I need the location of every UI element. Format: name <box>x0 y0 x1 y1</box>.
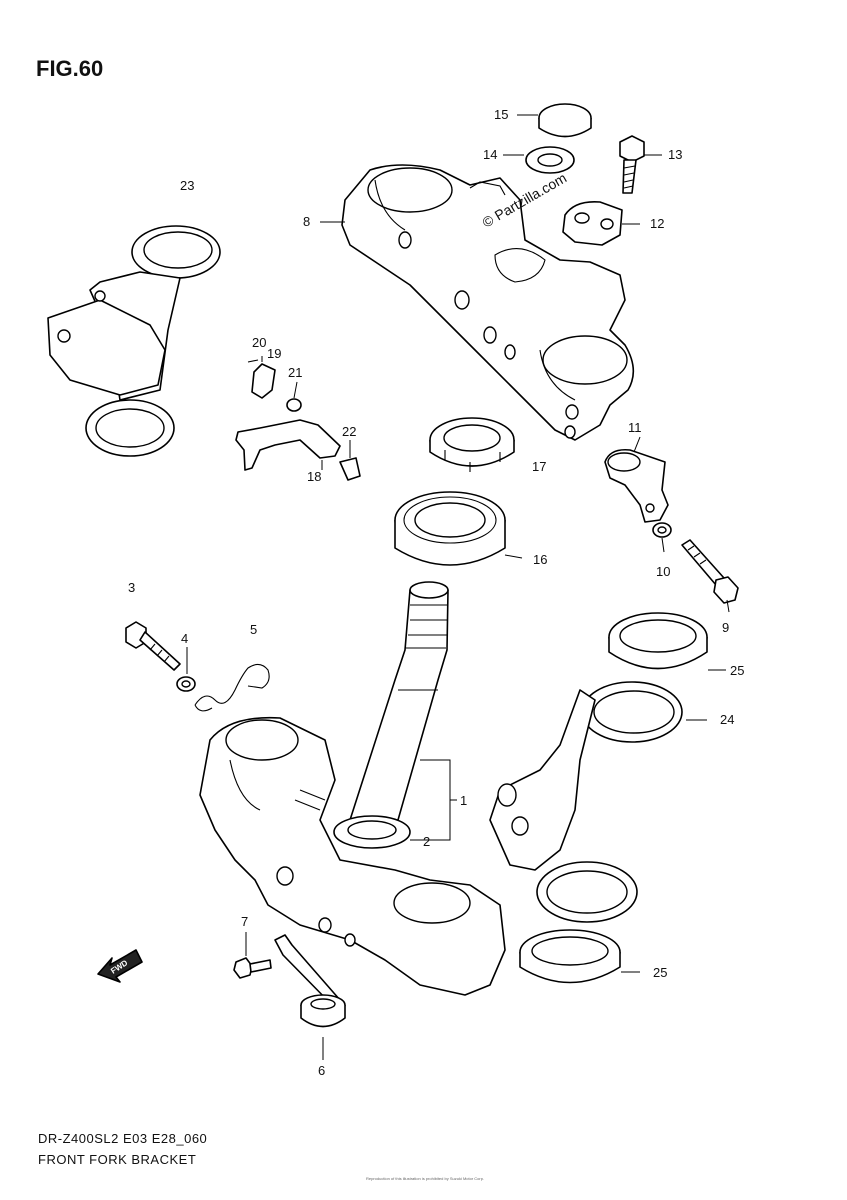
copyright-note: Reproduction of this illustration is pro… <box>366 1176 485 1181</box>
callout-1: 1 <box>460 793 467 808</box>
clip-5 <box>194 663 270 712</box>
lower-bracket <box>199 716 506 996</box>
bolt-9 <box>681 539 739 604</box>
bolt-3 <box>125 621 181 671</box>
bracket-11 <box>604 448 669 523</box>
callout-16: 16 <box>533 552 547 567</box>
locknut-17 <box>429 417 515 472</box>
figure-caption: FRONT FORK BRACKET <box>38 1152 197 1167</box>
ring-25-lower <box>519 929 621 984</box>
callout-11: 11 <box>628 420 642 435</box>
callout-23: 23 <box>180 178 194 193</box>
holder-12 <box>562 200 623 246</box>
callout-15: 15 <box>494 107 508 122</box>
grommet-6 <box>300 994 346 1028</box>
model-code: DR-Z400SL2 E03 E28_060 <box>38 1131 208 1146</box>
callout-7: 7 <box>241 914 248 929</box>
callout-25a: 25 <box>730 663 744 678</box>
callout-9: 9 <box>722 620 729 635</box>
callout-12: 12 <box>650 216 664 231</box>
callout-10: 10 <box>656 564 670 579</box>
callout-6: 6 <box>318 1063 325 1078</box>
callout-4: 4 <box>181 631 188 646</box>
callout-22: 22 <box>342 424 356 439</box>
bearing-16 <box>394 491 506 566</box>
washer-10 <box>652 522 672 538</box>
callout-8: 8 <box>303 214 310 229</box>
callout-14: 14 <box>483 147 497 162</box>
washer-4 <box>176 676 196 692</box>
callout-2: 2 <box>423 834 430 849</box>
fwd-arrow <box>97 949 143 983</box>
upper-bracket <box>341 164 635 441</box>
bracket-24 <box>489 681 683 923</box>
callout-3: 3 <box>128 580 135 595</box>
callout-20: 20 <box>252 335 266 350</box>
callout-21: 21 <box>288 365 302 380</box>
steering-stem <box>349 581 449 821</box>
callout-24: 24 <box>720 712 734 727</box>
callout-18: 18 <box>307 469 321 484</box>
figure-title: FIG.60 <box>36 56 104 81</box>
callout-19: 19 <box>267 346 281 361</box>
callout-5: 5 <box>250 622 257 637</box>
switch-assembly <box>235 359 361 481</box>
bearing-2 <box>333 815 411 849</box>
bolt-13 <box>619 135 645 194</box>
ring-25-upper <box>608 612 708 670</box>
callout-13: 13 <box>668 147 682 162</box>
bolt-7 <box>233 957 272 979</box>
callout-25b: 25 <box>653 965 667 980</box>
callout-17: 17 <box>532 459 546 474</box>
bracket-23 <box>47 225 221 457</box>
cap-15 <box>538 103 592 138</box>
washer-14 <box>525 146 575 174</box>
leader-lines <box>186 114 730 1060</box>
